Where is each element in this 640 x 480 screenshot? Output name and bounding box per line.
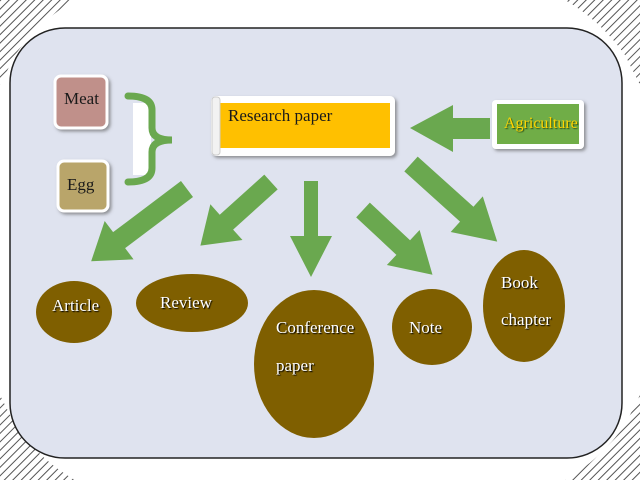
- egg-box: [56, 159, 110, 213]
- review-ellipse: [136, 274, 248, 332]
- brace: [124, 92, 173, 186]
- agriculture-label: Agriculture: [504, 115, 578, 132]
- arrow-to-review: [200, 174, 278, 246]
- review-label: Review: [160, 293, 212, 312]
- arrow-to-article: [91, 181, 194, 262]
- arrows: [91, 105, 498, 277]
- note-label: Note: [409, 318, 443, 337]
- research-paper-label: Research paper: [228, 106, 333, 125]
- book-label-line1: Book: [501, 273, 538, 292]
- meat-label: Meat: [64, 89, 99, 108]
- arrow-to-book: [404, 156, 498, 242]
- book-label-line2: chapter: [501, 310, 552, 329]
- arrow-to-note: [356, 202, 433, 275]
- corner-bottom-right: [565, 395, 640, 480]
- note-ellipse: [392, 289, 472, 365]
- corner-top-right: [565, 0, 640, 85]
- egg-label: Egg: [67, 175, 95, 194]
- meat-box: [53, 74, 109, 130]
- agriculture-box: [492, 100, 584, 149]
- research-paper-box: [211, 96, 395, 156]
- conference-label-line2: paper: [276, 356, 314, 375]
- book-ellipse: [483, 250, 565, 362]
- corner-top-left: [0, 0, 75, 85]
- brace-backing: [133, 103, 151, 175]
- conference-ellipse: [254, 290, 374, 438]
- conference-label-line1: Conference: [276, 318, 355, 337]
- arrow-agriculture-to-paper: [410, 105, 490, 152]
- output-nodes: [36, 250, 565, 438]
- arrow-to-conference: [290, 181, 332, 277]
- article-label: Article: [52, 296, 100, 315]
- article-ellipse: [36, 281, 112, 343]
- corner-bottom-left: [0, 395, 75, 480]
